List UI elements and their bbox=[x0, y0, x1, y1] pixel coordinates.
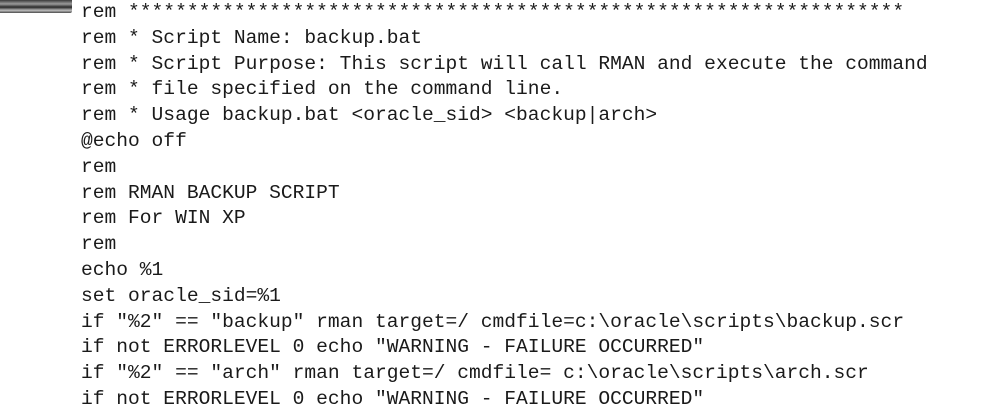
code-line: if not ERRORLEVEL 0 echo "WARNING - FAIL… bbox=[81, 336, 705, 359]
code-line: set oracle_sid=%1 bbox=[81, 284, 281, 307]
code-line: rem RMAN BACKUP SCRIPT bbox=[81, 181, 340, 204]
code-line: rem For WIN XP bbox=[81, 207, 246, 230]
code-line: if "%2" == "arch" rman target=/ cmdfile=… bbox=[81, 362, 869, 385]
code-line: if not ERRORLEVEL 0 echo "WARNING - FAIL… bbox=[81, 387, 705, 410]
code-line: rem * file specified on the command line… bbox=[81, 78, 564, 101]
code-line: if "%2" == "backup" rman target=/ cmdfil… bbox=[81, 310, 905, 333]
code-line: rem * Usage backup.bat <oracle_sid> <bac… bbox=[81, 104, 658, 127]
code-line: rem bbox=[81, 155, 117, 178]
code-line: echo %1 bbox=[81, 258, 164, 281]
code-line: rem ************************************… bbox=[81, 1, 905, 23]
page-corner-marker bbox=[0, 0, 72, 13]
code-line: @echo off bbox=[81, 129, 187, 152]
code-line: rem * Script Purpose: This script will c… bbox=[81, 52, 928, 75]
code-line: rem * Script Name: backup.bat bbox=[81, 26, 422, 49]
code-line: rem bbox=[81, 233, 117, 256]
code-listing: rem ************************************… bbox=[81, 0, 928, 413]
